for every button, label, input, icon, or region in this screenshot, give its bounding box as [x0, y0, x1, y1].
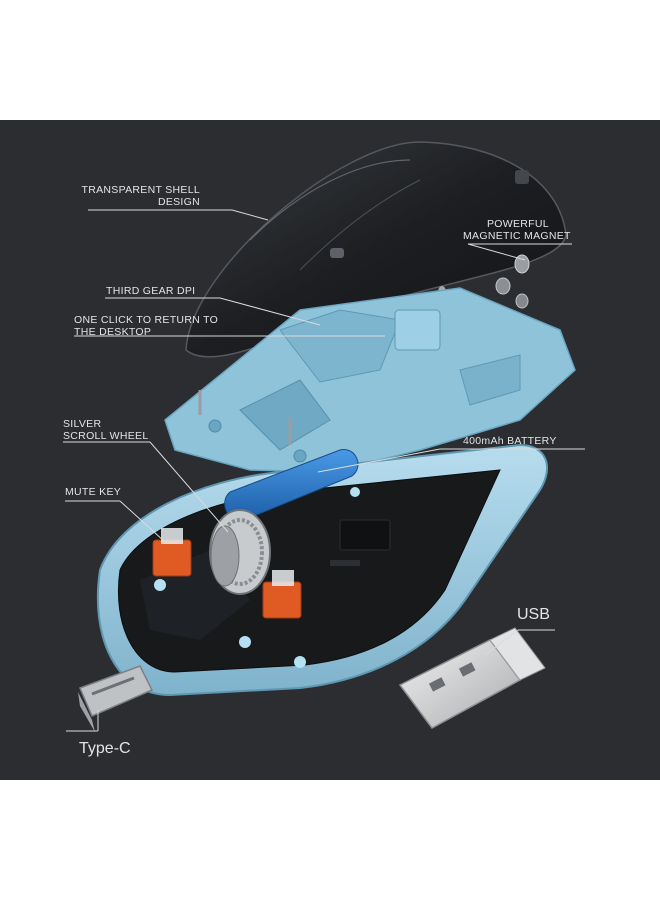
label-battery: 400mAh BATTERY — [463, 435, 557, 447]
label-type-c: Type-C — [79, 740, 131, 757]
label-usb: USB — [517, 606, 550, 623]
mouse-exploded-illustration — [63, 141, 585, 732]
type-c-port — [78, 665, 154, 732]
mouse-base — [96, 443, 549, 697]
label-mute-key: MUTE KEY — [65, 486, 122, 498]
scroll-wheel — [209, 509, 271, 595]
switches — [152, 528, 302, 619]
label-third-gear-dpi: THIRD GEAR DPI — [106, 285, 196, 297]
leader-lines — [63, 209, 585, 732]
mid-frame — [164, 287, 576, 473]
battery — [224, 449, 359, 521]
